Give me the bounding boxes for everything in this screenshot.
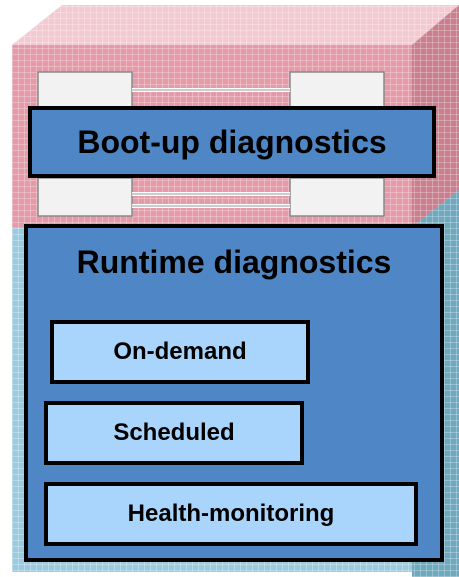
boot-up-diagnostics-box: Boot-up diagnostics (28, 106, 436, 178)
health-monitoring-box: Health-monitoring (44, 482, 418, 546)
connector-graphic (37, 71, 385, 217)
runtime-diagnostics-label: Runtime diagnostics (76, 244, 392, 280)
health-monitoring-label: Health-monitoring (127, 500, 335, 527)
on-demand-label: On-demand (113, 338, 247, 365)
on-demand-box: On-demand (50, 320, 310, 384)
runtime-diagnostics-box: Runtime diagnostics On-demand Scheduled … (24, 224, 444, 562)
boot-up-diagnostics-label: Boot-up diagnostics (77, 123, 387, 160)
scheduled-label: Scheduled (113, 419, 235, 446)
scheduled-box: Scheduled (44, 401, 304, 465)
